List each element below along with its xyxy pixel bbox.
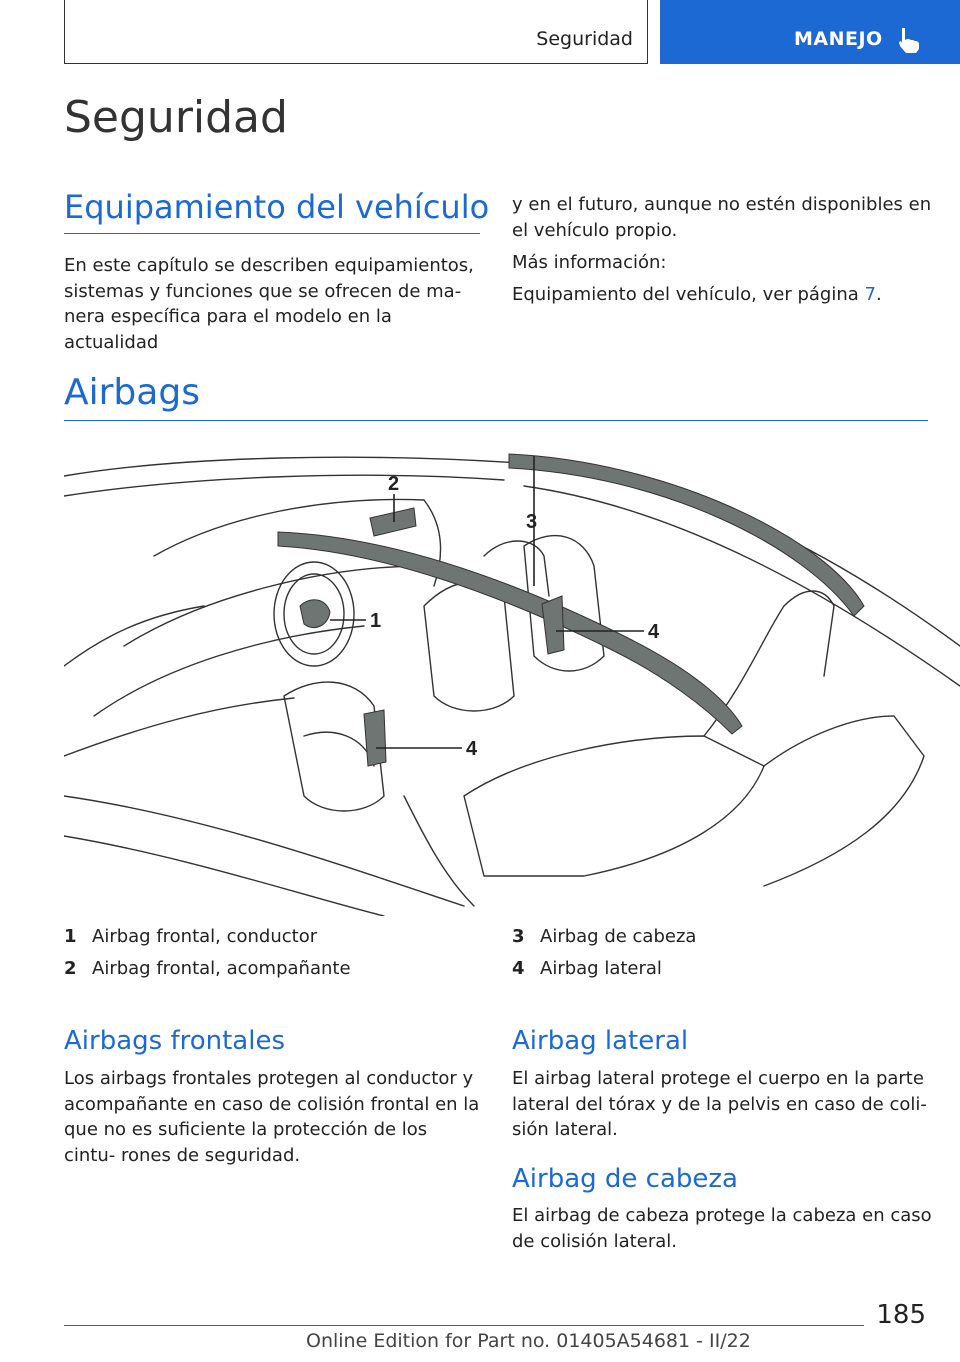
page-reference: Equipamiento del vehículo, ver página 7. — [512, 282, 882, 308]
driver-airbag — [299, 599, 331, 628]
side-airbag-heading: Airbag lateral — [512, 1026, 689, 1056]
page-reference-text: Equipamiento del vehículo, ver página — [512, 284, 865, 305]
header-section-label: Seguridad — [536, 28, 633, 50]
running-header: Seguridad — [64, 0, 648, 64]
side-airbag-text: El airbag lateral protege el cuerpo en l… — [512, 1068, 927, 1140]
callout-1: 1 — [370, 610, 381, 632]
callout-4b: 4 — [466, 738, 478, 760]
legend-text: Airbag frontal, acompañante — [92, 958, 351, 979]
legend-text: Airbag frontal, conductor — [92, 926, 318, 947]
legend-text: Airbag lateral — [540, 958, 662, 979]
frontal-airbags-text: Los airbags frontales protegen al conduc… — [64, 1068, 480, 1166]
curtain-airbag — [508, 453, 865, 617]
legend-number: 3 — [512, 926, 525, 947]
page-reference-end: . — [875, 284, 882, 305]
airbag-illustration: 1 2 3 4 4 — [64, 453, 960, 916]
head-airbag-text: El airbag de cabeza protege la cabeza en… — [512, 1205, 932, 1252]
equipment-paragraph-right: y en el futuro, aunque no estén disponib… — [512, 194, 932, 241]
page-number: 185 — [876, 1300, 926, 1330]
airbags-heading-rule — [64, 420, 928, 421]
chapter-tab-label: MANEJO — [794, 28, 883, 50]
callout-4a: 4 — [648, 621, 660, 643]
legend-number: 1 — [64, 926, 77, 947]
callout-3: 3 — [526, 511, 537, 533]
equipment-paragraph-left: En este capítulo se describen equipamien… — [64, 255, 474, 353]
curtain-airbag-front — [277, 531, 743, 735]
chapter-tab: MANEJO — [660, 0, 960, 64]
legend-number: 4 — [512, 958, 525, 979]
pointing-hand-icon — [899, 28, 919, 53]
side-airbag-driver — [363, 709, 387, 767]
equipment-heading: Equipamiento del vehículo — [64, 188, 490, 226]
page-title: Seguridad — [64, 92, 288, 143]
footer-edition: Online Edition for Part no. 01405A54681 … — [306, 1330, 751, 1352]
legend-number: 2 — [64, 958, 77, 979]
page-reference-link[interactable]: 7 — [864, 284, 876, 305]
airbags-heading: Airbags — [64, 372, 200, 413]
footer-rule — [64, 1325, 864, 1326]
more-info-label: Más información: — [512, 252, 667, 273]
equipment-heading-rule — [64, 233, 480, 234]
legend-text: Airbag de cabeza — [540, 926, 697, 947]
side-airbag-passenger — [541, 595, 565, 655]
frontal-airbags-heading: Airbags frontales — [64, 1026, 285, 1056]
passenger-airbag — [369, 507, 417, 537]
callout-2: 2 — [388, 473, 399, 495]
head-airbag-heading: Airbag de cabeza — [512, 1164, 738, 1194]
